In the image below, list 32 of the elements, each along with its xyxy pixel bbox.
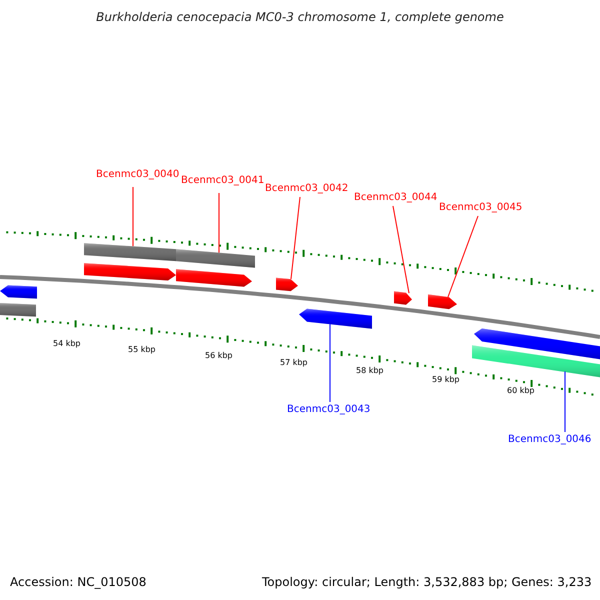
leader-line: [132, 186, 134, 247]
gene-label: Bcenmc03_0043: [287, 404, 370, 415]
leader-line: [290, 196, 300, 280]
gene-label: Bcenmc03_0040: [96, 169, 180, 180]
gene-bar: [176, 249, 255, 268]
gene-bar: [0, 303, 36, 317]
gene-feature: [299, 308, 372, 329]
gene-label: Bcenmc03_0041: [181, 175, 264, 186]
gene-feature: [176, 269, 252, 287]
gene-feature: [0, 285, 37, 299]
gene-label: Bcenmc03_0044: [354, 192, 438, 203]
gene-label: Bcenmc03_0042: [265, 183, 348, 194]
leader-line: [392, 206, 410, 294]
gene-bar: [84, 243, 176, 262]
scale-label: 54 kbp: [53, 339, 81, 348]
scale-label: 55 kbp: [128, 345, 156, 354]
gene-label: Bcenmc03_0045: [439, 202, 522, 213]
gene-feature: [428, 294, 457, 310]
gene-feature: [84, 263, 176, 280]
leader-line: [218, 192, 220, 254]
footer-text: Accession: NC_010508: [10, 575, 146, 589]
title: Burkholderia cenocepacia MC0-3 chromosome 1, complete genome: [95, 10, 505, 24]
scale-label: 56 kbp: [205, 351, 233, 360]
scale-label: 57 kbp: [280, 358, 308, 367]
leader-line: [448, 216, 478, 298]
scale-label: 58 kbp: [356, 366, 384, 375]
gene-feature: [276, 278, 298, 292]
footer-text: Topology: circular; Length: 3,532,883 bp; Genes: 3,233: [262, 575, 592, 589]
gene-label: Bcenmc03_0046: [508, 434, 592, 445]
scale-label: 59 kbp: [432, 375, 460, 384]
gene-feature: [394, 291, 412, 305]
leader-line: [564, 371, 566, 432]
